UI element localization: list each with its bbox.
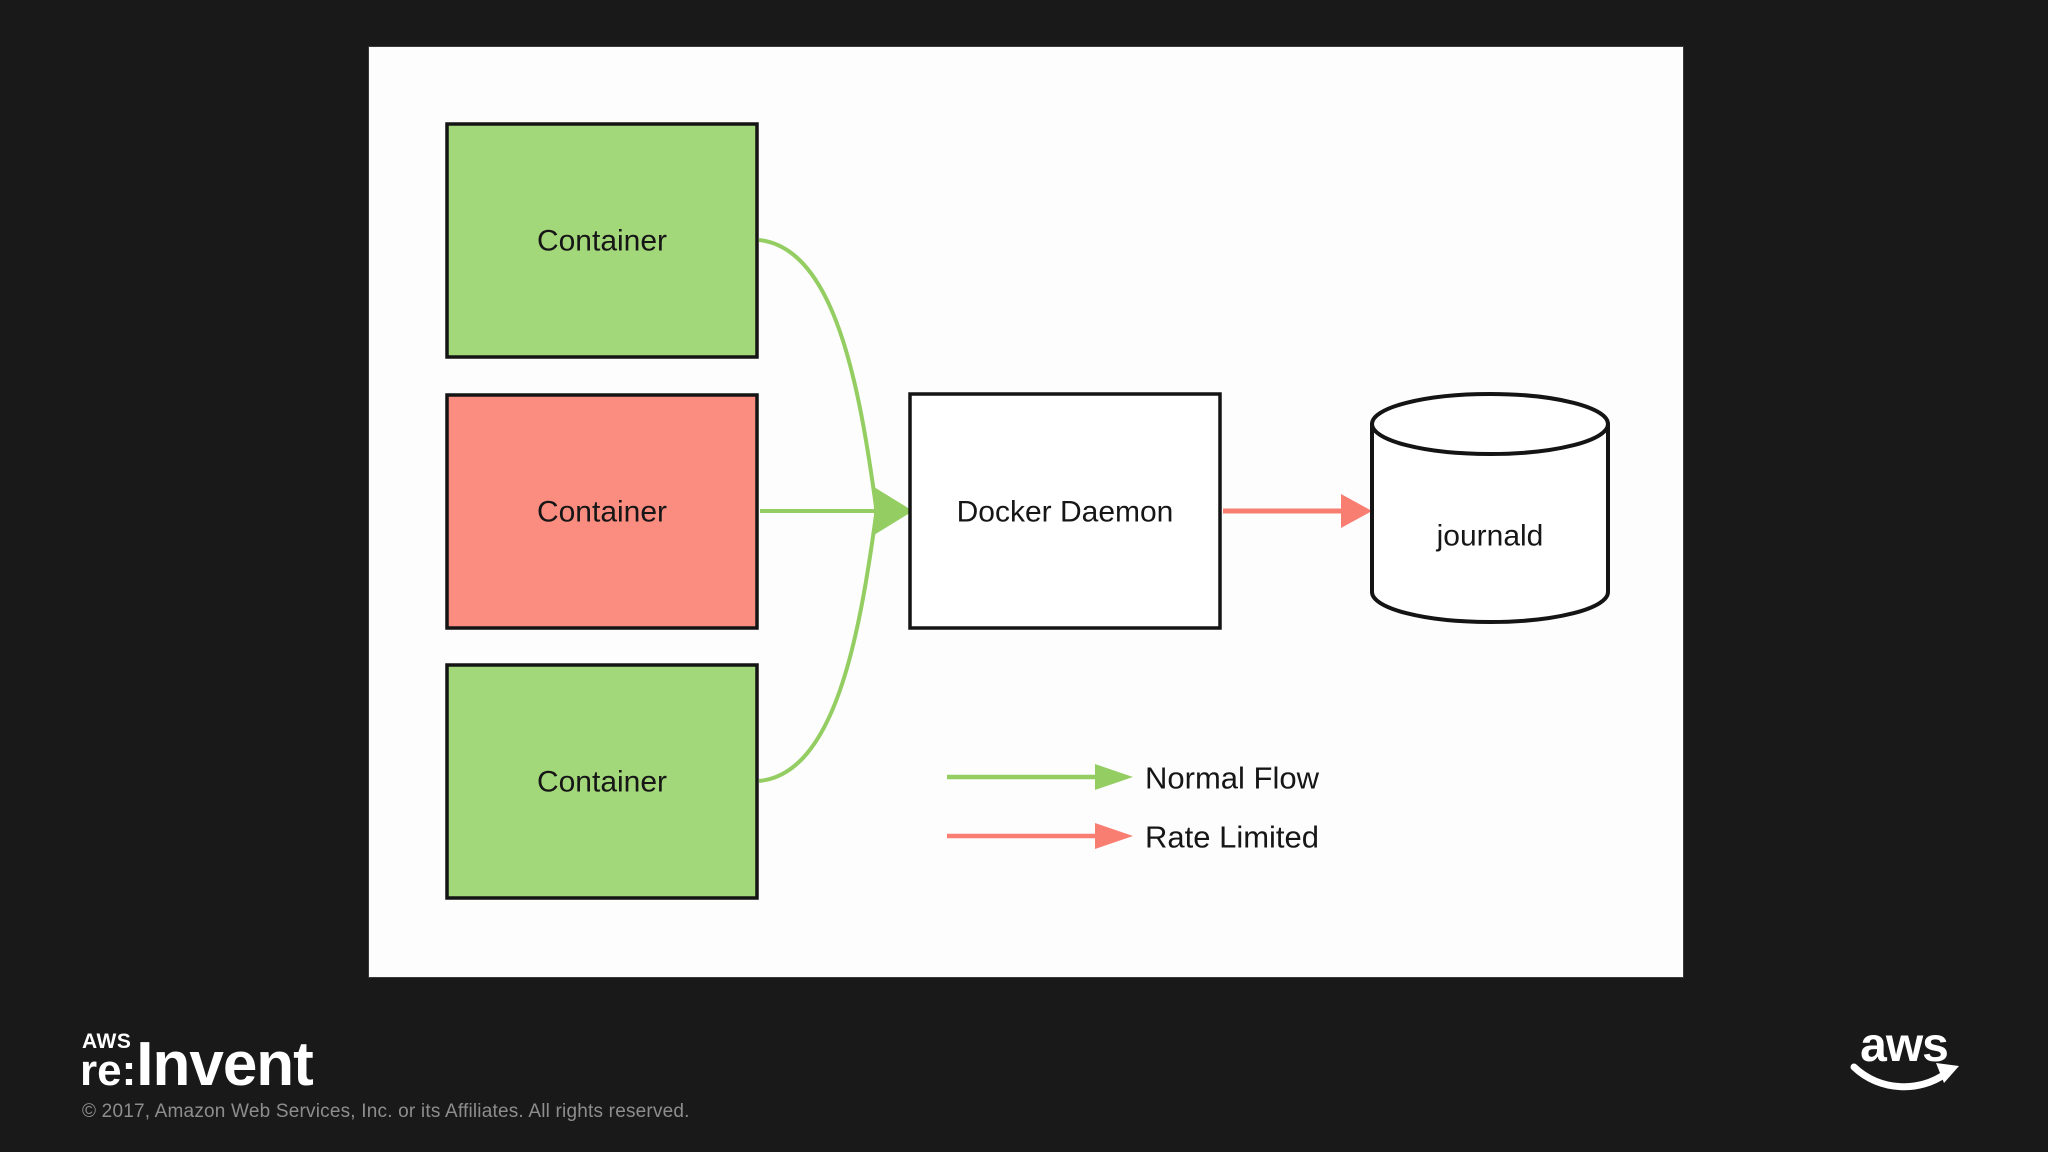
node-journald: journald bbox=[1370, 392, 1610, 624]
node-container-top: Container bbox=[445, 122, 759, 359]
aws-logo-text: aws bbox=[1860, 1019, 1949, 1072]
flow-diagram: Container Container Container Docker Dae… bbox=[445, 122, 1610, 900]
container-bottom-box bbox=[445, 663, 759, 900]
container-middle-box bbox=[445, 393, 759, 630]
reinvent-logo-re-text: re: bbox=[80, 1046, 137, 1095]
journald-cylinder-body bbox=[1370, 424, 1610, 624]
docker-daemon-box bbox=[908, 392, 1222, 630]
legend-normal-flow-arrowhead-icon bbox=[1095, 764, 1133, 790]
slide-canvas: Container Container Container Docker Dae… bbox=[369, 47, 1683, 977]
container-top-label: Container bbox=[537, 225, 667, 258]
aws-smile-icon bbox=[1850, 1063, 1959, 1091]
legend-rate-limited-arrowhead-icon bbox=[1095, 823, 1133, 849]
container-middle-label: Container bbox=[537, 496, 667, 529]
edge-container-bottom-to-daemon bbox=[758, 514, 878, 783]
legend-rate-limited-label: Rate Limited bbox=[1145, 820, 1319, 855]
journald-label: journald bbox=[1436, 520, 1544, 553]
legend-normal-flow-label: Normal Flow bbox=[1145, 761, 1320, 796]
container-top-box bbox=[445, 122, 759, 359]
reinvent-logo-invent-text: Invent bbox=[136, 1030, 314, 1099]
container-bottom-label: Container bbox=[537, 766, 667, 799]
reinvent-logo-aws-text: AWS bbox=[82, 1030, 132, 1053]
journald-cylinder-top bbox=[1370, 392, 1610, 456]
node-container-bottom: Container bbox=[445, 663, 759, 900]
legend: Normal Flow Rate Limited bbox=[947, 761, 1320, 855]
normal-flow-arrowhead-icon bbox=[874, 487, 913, 535]
rate-limited-arrowhead-icon bbox=[1341, 494, 1372, 528]
aws-logo: aws bbox=[1846, 1022, 1962, 1095]
node-container-middle: Container bbox=[445, 393, 759, 630]
docker-daemon-label: Docker Daemon bbox=[957, 496, 1174, 529]
edge-container-top-to-daemon bbox=[758, 238, 878, 508]
node-docker-daemon: Docker Daemon bbox=[908, 392, 1222, 630]
copyright-text: © 2017, Amazon Web Services, Inc. or its… bbox=[82, 1101, 690, 1122]
